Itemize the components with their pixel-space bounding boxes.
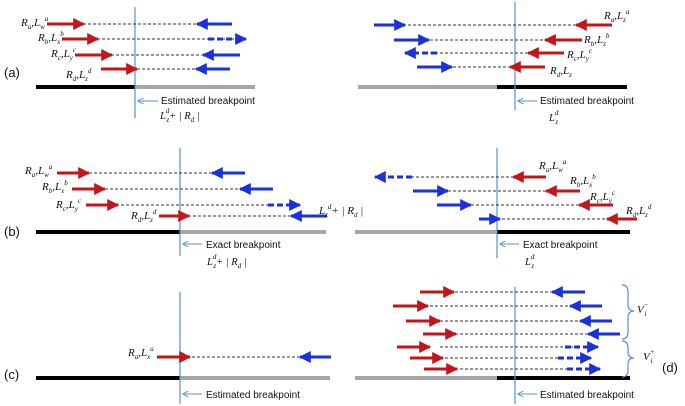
read-label-ra-lw: Ra,Lwa	[24, 163, 53, 179]
exact-breakpoint-label: Exact breakpoint	[206, 240, 281, 251]
panel-label-d: (d)	[662, 360, 678, 375]
estimated-breakpoint-label: Estimated breakpoint	[540, 96, 634, 107]
panel-a-right: Ra,Lza Rb,Lzb Rc,Lyc Rd,Lz Estimated bre…	[358, 2, 634, 126]
estimated-breakpoint-label: Estimated breakpoint	[161, 96, 255, 107]
vplus-label: V+i	[643, 348, 655, 365]
connectors	[78, 23, 234, 70]
panel-a-left: Ra,Lwa Rb,Lxb Rc,Lyc Rd,Lzd Estimated br…	[20, 7, 255, 124]
panel-b-right: Ra,Lwa Rb,Lxb Rc,Lyc Rd,Lzd Exact breakp…	[355, 148, 652, 270]
panel-label-b: (b)	[4, 224, 20, 239]
read-label-rb-lz: Rb,Lzb	[583, 32, 610, 48]
read-label-rc-ly: Rc,Lyc	[589, 189, 616, 205]
read-label-rd-lz: Rd,Lzd	[130, 208, 157, 224]
read-label-ra-lz: Ra,Lza	[603, 8, 630, 24]
brace-vminus	[621, 284, 635, 340]
panel-d: V−i V+i Estimated breakpoint	[355, 284, 655, 404]
connectors	[411, 176, 612, 220]
read-label-rb-lx: Rb,Lxb	[41, 179, 68, 195]
read-label-ra-lx: Ra,Lxa	[127, 345, 154, 361]
estimated-breakpoint-label: Estimated breakpoint	[206, 390, 300, 401]
read-label-rc-ly: Rc,Lyc	[566, 47, 593, 63]
read-label-rb-lx: Rb,Lxb	[37, 30, 64, 46]
exact-breakpoint-label: Exact breakpoint	[523, 240, 598, 251]
panel-b-left: Ra,Lwa Rb,Lxb Rc,Lyc Rd,Lzd Lzd+ | Rd | …	[24, 148, 363, 270]
read-label-rd-lz: Rd,Lzd	[625, 203, 652, 219]
estimated-breakpoint-label: Estimated breakpoint	[540, 390, 634, 401]
vminus-label: V−i	[637, 301, 649, 318]
panel-label-c: (c)	[4, 367, 19, 382]
read-label-rb-lx: Rb,Lxb	[569, 173, 596, 189]
read-label-rc-ly: Rc,Lyc	[55, 197, 82, 213]
read-label-rd-lz: Rd,Lzd	[65, 67, 92, 83]
connectors	[430, 291, 600, 370]
panel-label-a: (a)	[4, 65, 20, 80]
read-label-ra-lw: Ra,Lwa	[20, 15, 49, 31]
read-label-rc-ly: Rc,Lyc	[50, 46, 77, 62]
read-label-rd-lz: Rd,Lz	[549, 65, 572, 79]
connectors	[84, 172, 292, 217]
read-formula: Lzd+ | Rd |	[318, 203, 363, 219]
read-label-ra-lw: Ra,Lwa	[538, 158, 567, 174]
brace-vplus	[621, 340, 635, 378]
panel-c: Ra,Lxa Estimated breakpoint	[36, 292, 331, 404]
connectors	[398, 24, 580, 68]
